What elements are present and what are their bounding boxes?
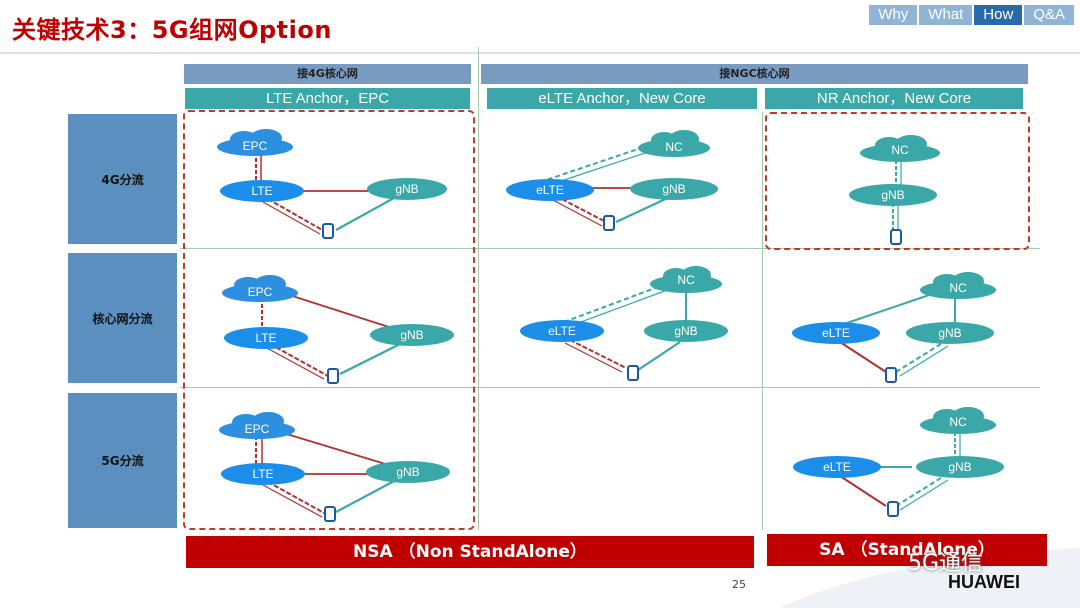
phone-icon [885, 367, 897, 383]
node-gnb: gNB [916, 456, 1004, 478]
node-lte: LTE [221, 463, 305, 485]
node-gnb: gNB [906, 322, 994, 344]
diagram-elte-4g-offload: NC eLTE gNB [506, 130, 718, 231]
diagram-nr-4g-offload: NC gNB [849, 135, 940, 245]
header-ngc-core: 接NGC核心网 [481, 64, 1028, 84]
node-label: NC [949, 415, 967, 429]
node-label: LTE [252, 467, 273, 481]
grid-divider-v2 [762, 112, 763, 530]
node-label: EPC [248, 285, 273, 299]
cloud-nc: NC [920, 272, 996, 299]
diagram-lte-4g-offload: EPC LTE gNB [217, 129, 447, 239]
page-number: 25 [732, 578, 746, 591]
node-label: NC [949, 281, 967, 295]
node-label: EPC [245, 422, 270, 436]
grid-divider-h2 [180, 387, 1040, 388]
cloud-epc: EPC [217, 129, 293, 156]
cloud-epc: EPC [222, 275, 298, 302]
phone-icon [322, 223, 334, 239]
phone-icon [327, 368, 339, 384]
node-lte: LTE [220, 180, 304, 202]
node-gnb: gNB [370, 324, 454, 346]
cloud-epc: EPC [219, 412, 295, 439]
node-gnb: gNB [366, 461, 450, 483]
node-lte: LTE [224, 327, 308, 349]
node-label: gNB [948, 460, 971, 474]
node-label: NC [665, 140, 683, 154]
node-label: eLTE [536, 183, 564, 197]
node-gnb: gNB [630, 178, 718, 200]
diagram-lte-5g-offload: EPC LTE gNB [219, 412, 450, 522]
node-label: eLTE [548, 324, 576, 338]
diagram-elte-core-offload: NC eLTE gNB [520, 266, 728, 381]
row-label-core-offload: 核心网分流 [68, 253, 177, 383]
header-4g-core: 接4G核心网 [184, 64, 471, 84]
nav-tabs: Why What How Q&A [867, 5, 1074, 25]
phone-icon [890, 229, 902, 245]
cloud-nc: NC [650, 266, 722, 293]
node-label: eLTE [823, 460, 851, 474]
nav-tab-qa[interactable]: Q&A [1024, 5, 1074, 25]
cloud-nc: NC [860, 135, 940, 162]
node-label: gNB [396, 465, 419, 479]
cloud-nc: NC [920, 407, 996, 434]
row-label-4g-offload: 4G分流 [68, 114, 177, 244]
subheader-lte-anchor: LTE Anchor，EPC [185, 88, 470, 109]
brand-logo: HUAWEI [948, 572, 1020, 592]
node-elte: eLTE [793, 456, 881, 478]
row-label-5g-offload: 5G分流 [68, 393, 177, 528]
nav-tab-how[interactable]: How [974, 5, 1023, 25]
node-elte: eLTE [792, 322, 880, 344]
node-elte: eLTE [520, 320, 604, 342]
nsa-lte-anchor-box [183, 110, 475, 530]
cloud-nc: NC [638, 130, 710, 157]
node-label: NC [677, 273, 695, 287]
subheader-elte-anchor: eLTE Anchor，New Core [487, 88, 757, 109]
node-elte: eLTE [506, 179, 594, 201]
slide-title: 关键技术3：5G组网Option [12, 16, 332, 44]
node-label: gNB [395, 182, 418, 196]
node-label: LTE [251, 184, 272, 198]
nsa-bar: NSA （Non StandAlone） [186, 536, 754, 568]
phone-icon [627, 365, 639, 381]
phone-icon [324, 506, 336, 522]
grid-divider-h1 [180, 248, 1040, 249]
node-label: gNB [400, 328, 423, 342]
nav-tab-why[interactable]: Why [869, 5, 918, 25]
node-gnb: gNB [367, 178, 447, 200]
phone-icon [887, 501, 899, 517]
grid-divider-v1 [478, 47, 479, 530]
node-label: EPC [243, 139, 268, 153]
nav-tab-what[interactable]: What [919, 5, 973, 25]
diagram-lte-core-offload: EPC LTE gNB [222, 275, 454, 384]
node-label: eLTE [822, 326, 850, 340]
sa-nr-box [765, 112, 1030, 250]
watermark: 5G通信 [908, 551, 984, 576]
node-gnb: gNB [644, 320, 728, 342]
phone-icon [603, 215, 615, 231]
node-label: gNB [674, 324, 697, 338]
node-label: gNB [938, 326, 961, 340]
sa-bar: SA （StandAlone） [767, 534, 1047, 566]
node-label: gNB [881, 188, 904, 202]
subheader-nr-anchor: NR Anchor，New Core [765, 88, 1023, 109]
node-label: NC [891, 143, 909, 157]
diagram-nr-core-offload: NC eLTE gNB [792, 272, 996, 383]
title-underline [0, 52, 1080, 54]
node-label: gNB [662, 182, 685, 196]
node-label: LTE [255, 331, 276, 345]
diagram-nr-5g-offload: NC eLTE gNB [793, 407, 1004, 517]
node-gnb: gNB [849, 184, 937, 206]
